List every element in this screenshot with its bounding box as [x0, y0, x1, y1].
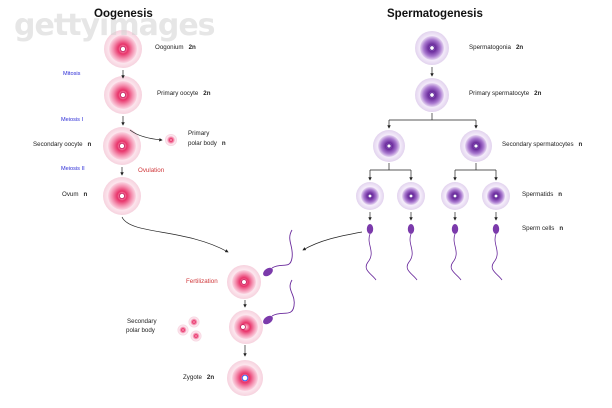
- primary-polar-body-cell: [165, 134, 177, 146]
- secondary-polar-body-label-line2: polar body: [126, 327, 155, 334]
- oogonium-cell: [104, 30, 142, 68]
- meiosis-ii-label: Meiosis II: [61, 166, 85, 172]
- secondary-polar-bodies: [177, 316, 202, 342]
- mitosis-label: Mitosis: [63, 71, 81, 77]
- secondary-spermatocyte-right: [460, 130, 492, 162]
- secondary-polar-body-label-line1: Secondary: [127, 318, 157, 325]
- fertilization-label: Fertilization: [186, 278, 218, 285]
- zygote-cell: [227, 360, 263, 396]
- primary-spermatocyte-cell: [415, 78, 449, 112]
- ovulation-label: Ovulation: [138, 167, 165, 174]
- spermatogonia-cell: [415, 31, 449, 65]
- oogenesis-title: Oogenesis: [94, 8, 153, 20]
- spermatid-1: [356, 182, 384, 210]
- sperm-cell-2: [406, 224, 418, 281]
- spermatogenesis-arrows: [302, 67, 498, 251]
- ovum-cell: [103, 177, 141, 215]
- spermatid-4: [482, 182, 510, 210]
- oogenesis-arrows: [120, 70, 229, 253]
- sperm-cell-3: [450, 224, 462, 281]
- fertilization-egg: [227, 265, 261, 299]
- fertilized-egg-with-pronuclei: [229, 310, 263, 344]
- watermark: gettyimages: [14, 8, 216, 43]
- spermatid-2: [397, 182, 425, 210]
- spermatogenesis-title: Spermatogenesis: [387, 8, 483, 20]
- entering-sperm: [263, 279, 295, 325]
- fertilizing-sperm: [263, 229, 293, 277]
- sperm-cell-1: [365, 224, 377, 281]
- sperm-cell-4: [491, 224, 503, 281]
- spermatid-3: [441, 182, 469, 210]
- meiosis-i-label: Meiosis I: [61, 117, 84, 123]
- secondary-oocyte-cell: [103, 127, 141, 165]
- primary-oocyte-cell: [104, 76, 142, 114]
- secondary-spermatocyte-left: [373, 130, 405, 162]
- primary-polar-body-label-line1: Primary: [188, 130, 210, 137]
